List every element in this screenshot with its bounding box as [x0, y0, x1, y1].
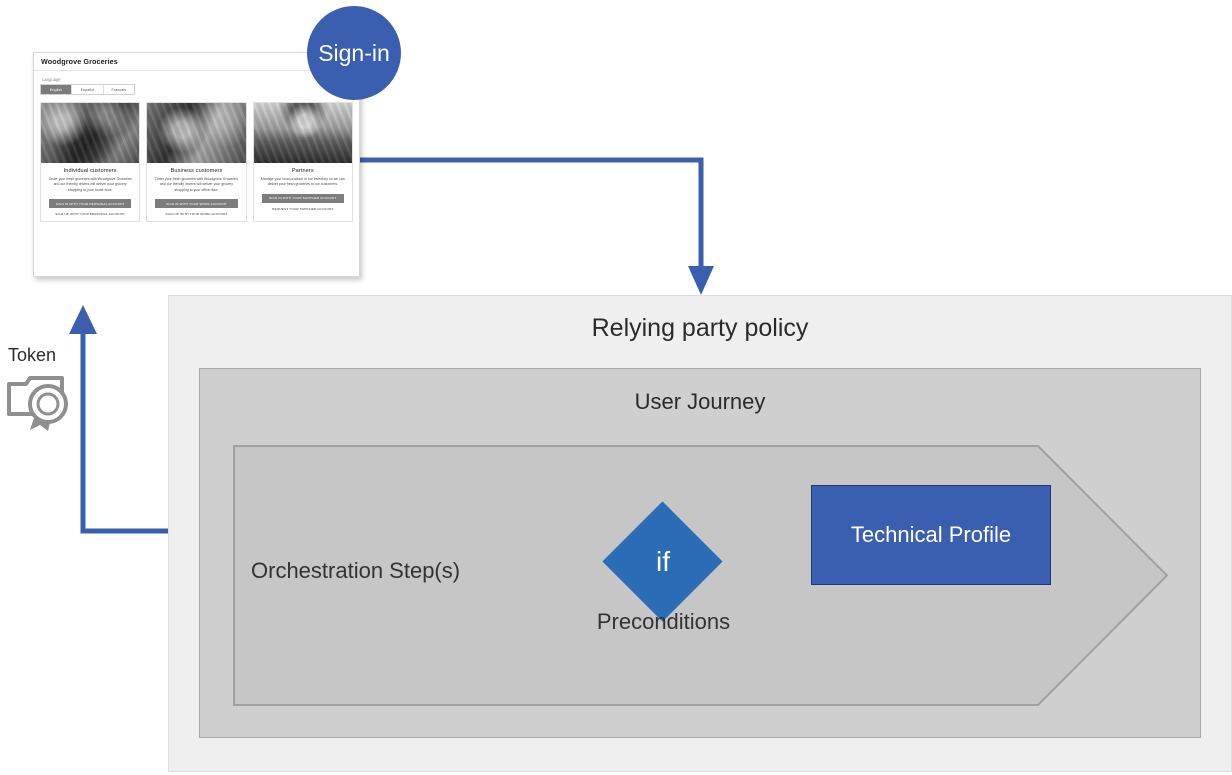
site-brand: Woodgrove Groceries	[41, 57, 118, 66]
store-employee-photo	[147, 103, 246, 163]
audience-cards: Individual customers Order your fresh gr…	[40, 102, 353, 223]
technical-profile-box: Technical Profile	[811, 485, 1051, 585]
policy-to-token-arrow	[69, 305, 168, 534]
precondition-diamond: if	[602, 501, 723, 622]
woodgrove-browser-window: Woodgrove Groceries Language English Esp…	[33, 52, 360, 277]
card-title: Partners	[291, 168, 314, 174]
language-tab-espanol[interactable]: Español	[72, 85, 104, 94]
orchestration-steps-label: Orchestration Step(s)	[251, 558, 461, 583]
card-description: Order your fresh groceries with Woodgrov…	[48, 177, 132, 192]
browser-body: Language English Español Français Indivi…	[34, 71, 359, 223]
card-partners: Partners Manage your local produce in ou…	[252, 102, 353, 223]
card-title: Business customers	[170, 168, 223, 174]
card-description: Order your fresh groceries with Woodgrov…	[154, 177, 238, 192]
card-business-customers: Business customers Order your fresh groc…	[146, 102, 247, 223]
signin-work-account-button[interactable]: SIGN IN WITH YOUR WORK ACCOUNT	[155, 199, 238, 209]
token-label: Token	[8, 345, 57, 365]
certificate-seal-icon	[7, 376, 68, 431]
signin-bubble-label: Sign-in	[318, 39, 390, 66]
signup-work-account-link[interactable]: SIGN UP WITH YOUR WORK ACCOUNT	[165, 212, 228, 217]
signin-supplier-account-button[interactable]: SIGN IN WITH YOUR SUPPLIER ACCOUNT	[261, 193, 344, 203]
language-tab-francais[interactable]: Français	[103, 85, 134, 94]
card-title: Individual customers	[63, 168, 117, 174]
user-journey-box: User Journey Orchestration Step(s) if Pr…	[199, 368, 1201, 738]
diamond-label: if	[656, 546, 670, 577]
signin-to-policy-arrow	[360, 157, 714, 295]
orchestration-chevron: Orchestration Step(s) if Preconditions T…	[233, 445, 1168, 706]
signin-personal-account-button[interactable]: SIGN IN WITH YOUR PERSONAL ACCOUNT	[49, 199, 132, 209]
card-individual-customers: Individual customers Order your fresh gr…	[40, 102, 141, 223]
relying-party-policy-panel: Relying party policy User Journey Orches…	[168, 295, 1232, 772]
signin-bubble: Sign-in	[307, 6, 401, 100]
request-supplier-account-link[interactable]: REQUEST YOUR SUPPLIER ACCOUNT	[272, 206, 334, 211]
signup-personal-account-link[interactable]: SIGN UP WITH YOUR PERSONAL ACCOUNT	[55, 212, 126, 217]
farmer-with-produce-photo	[253, 103, 352, 163]
language-tab-english[interactable]: English	[41, 85, 73, 94]
language-selector[interactable]: English Español Français	[40, 84, 135, 95]
card-description: Manage your local produce in our invento…	[260, 177, 345, 187]
language-label: Language	[42, 77, 61, 82]
preconditions-label: Preconditions	[596, 609, 731, 634]
user-journey-title: User Journey	[634, 389, 766, 414]
technical-profile-label: Technical Profile	[850, 522, 1012, 547]
browser-header: Woodgrove Groceries	[34, 53, 359, 71]
relying-party-policy-title: Relying party policy	[591, 314, 809, 342]
shopper-with-child-photo	[41, 103, 140, 163]
